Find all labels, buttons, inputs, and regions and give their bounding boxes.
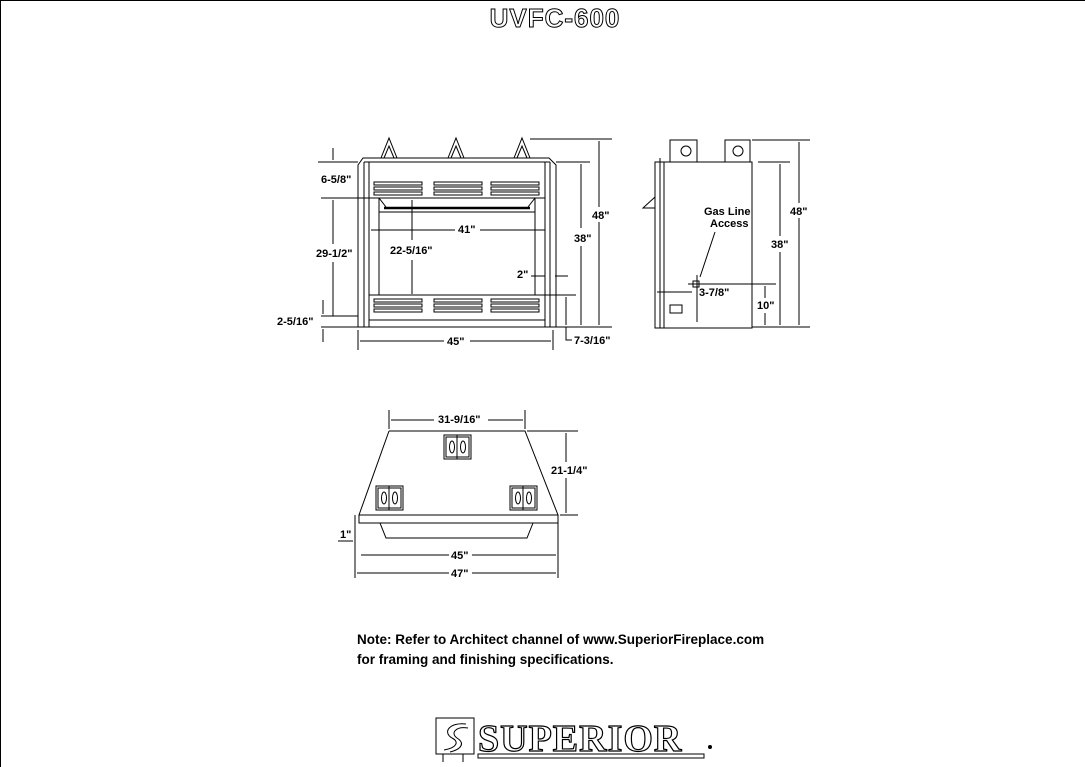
dim-overall-width: 45": [447, 336, 464, 348]
note-line-1: Note: Refer to Architect channel of www.…: [357, 632, 765, 647]
superior-logo: SUPERIOR: [435, 717, 712, 762]
note-line-2: for framing and finishing specifications…: [357, 652, 614, 667]
top-view: 31-9/16" 21-1/4" 1" 45" 47": [338, 410, 587, 580]
side-view: Gas Line Access 3-7/8" 48" 38" 10": [641, 139, 810, 329]
dim-front-offset: 1": [340, 529, 351, 541]
dim-opening-height: 22-5/16": [390, 245, 433, 257]
dim-bottom-offset: 2-5/16": [277, 316, 313, 328]
gas-line-label: Gas Line: [704, 206, 750, 218]
dim-opening-width: 41": [458, 224, 475, 236]
dim-inner-width: 45": [451, 550, 468, 562]
dim-overall-height-inner: 38": [574, 233, 591, 245]
dim-overall-height: 48": [592, 210, 609, 222]
dim-depth: 21-1/4": [551, 465, 587, 477]
dim-side-gap: 2": [517, 269, 528, 281]
front-view: 6-5/8" 29-1/2" 2-5/16" 41" 22-5/16" 2" 3…: [277, 136, 612, 350]
dim-side-overall-height: 48": [790, 206, 807, 218]
gas-access-label: Access: [710, 218, 749, 230]
logo-text: SUPERIOR: [478, 718, 682, 760]
dim-opening-height-left: 29-1/2": [316, 248, 352, 260]
dim-gas-depth: 3-7/8": [699, 287, 729, 299]
dim-back-width: 31-9/16": [438, 414, 481, 426]
dim-side-body-height: 38": [771, 239, 788, 251]
dim-gas-height: 10": [757, 300, 774, 312]
model-title: UVFC-600: [490, 3, 621, 33]
dim-top-height: 6-5/8": [321, 174, 351, 186]
dim-top-overall-width: 47": [451, 568, 468, 580]
framing-note: Note: Refer to Architect channel of www.…: [357, 630, 764, 670]
dim-bottom-right: 7-3/16": [574, 335, 610, 347]
